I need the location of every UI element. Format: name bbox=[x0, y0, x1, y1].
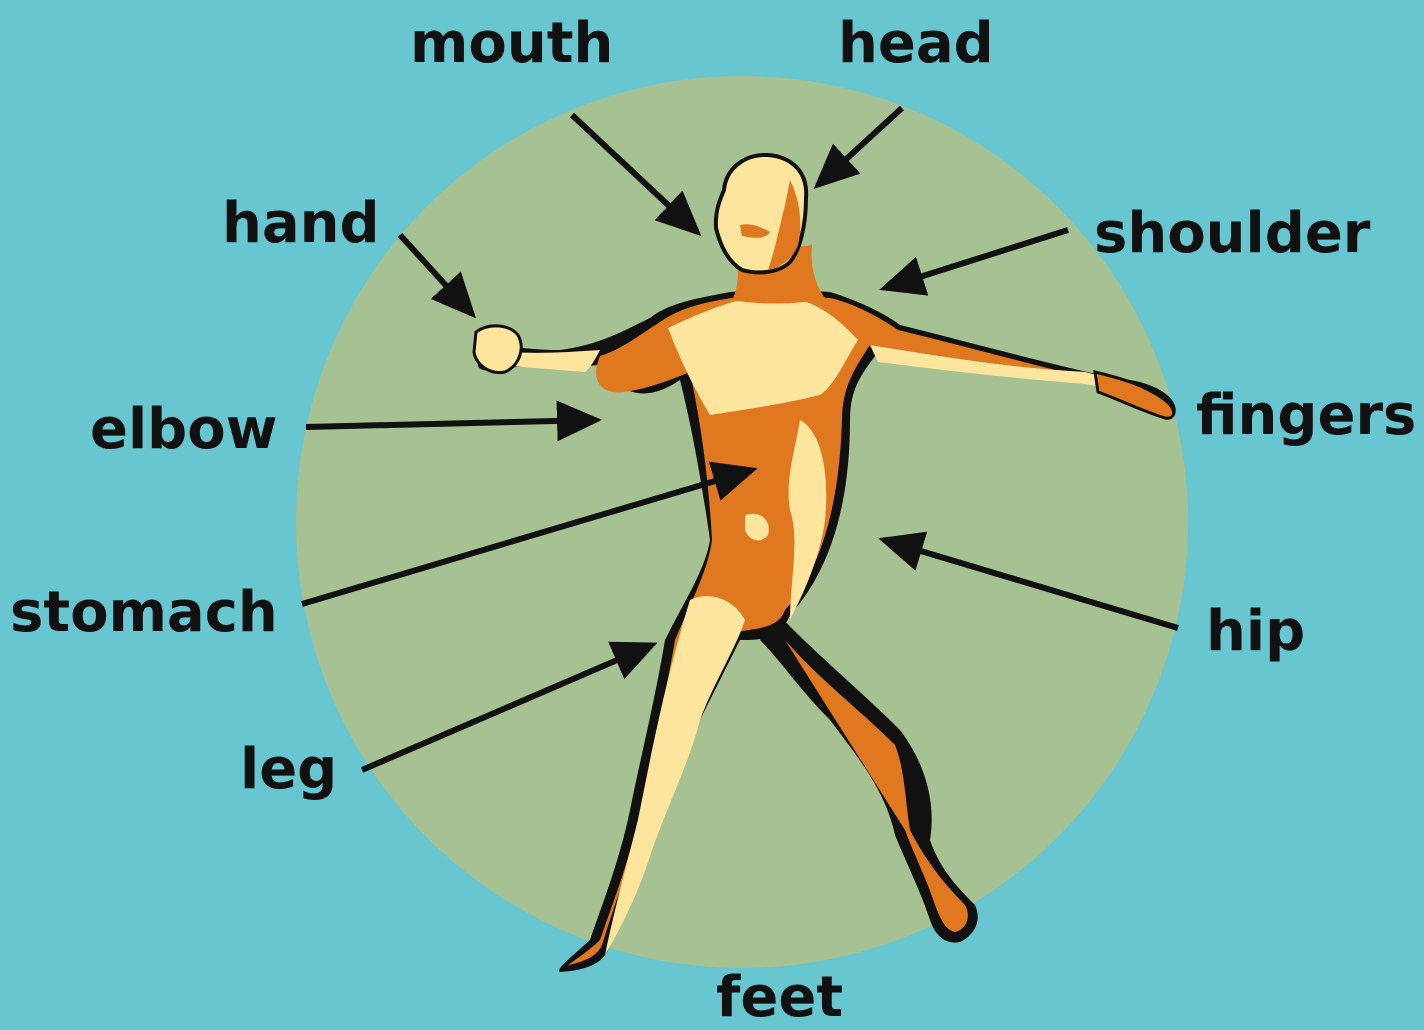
label-fingers: fingers bbox=[1196, 388, 1416, 444]
label-leg: leg bbox=[240, 742, 337, 798]
label-shoulder: shoulder bbox=[1094, 206, 1370, 262]
label-hip: hip bbox=[1206, 604, 1305, 660]
label-stomach: stomach bbox=[10, 585, 278, 641]
label-hand: hand bbox=[222, 196, 380, 252]
label-feet: feet bbox=[716, 970, 843, 1026]
left-fist-shape bbox=[474, 326, 521, 373]
label-elbow: elbow bbox=[90, 402, 277, 458]
label-mouth: mouth bbox=[410, 16, 613, 72]
label-head: head bbox=[838, 16, 994, 72]
